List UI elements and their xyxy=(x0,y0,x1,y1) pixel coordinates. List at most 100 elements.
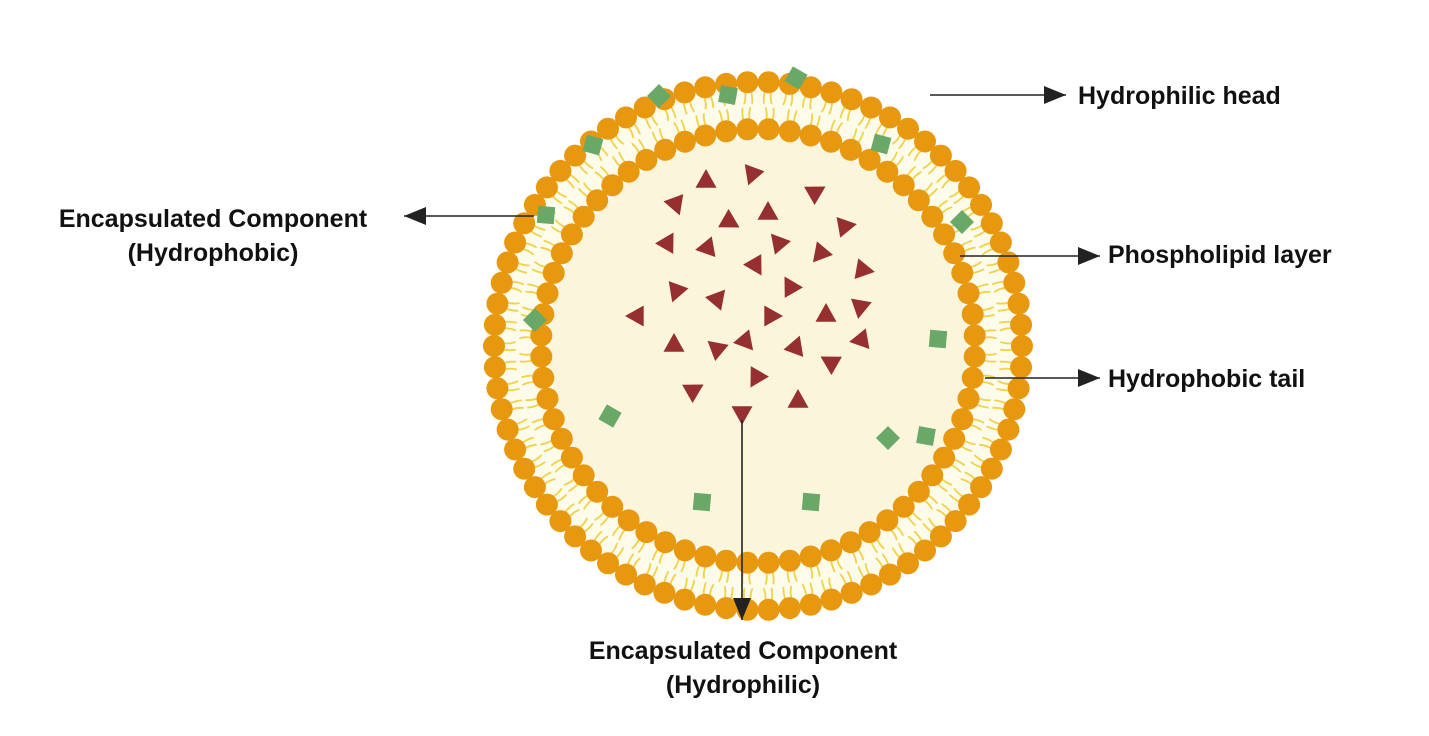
green-square-icon xyxy=(801,492,821,512)
label-phospholipid-layer: Phospholipid layer xyxy=(1108,241,1332,269)
lipid-head-icon xyxy=(921,205,944,228)
label-arrows xyxy=(404,86,1100,620)
lipid-head-icon xyxy=(1011,335,1033,357)
lipid-head-icon xyxy=(997,418,1020,441)
lipid-head-icon xyxy=(989,231,1012,254)
red-triangle-icon xyxy=(850,298,872,319)
red-triangle-icon xyxy=(625,305,644,327)
lipid-head-icon xyxy=(997,251,1020,274)
lipid-head-icon xyxy=(586,189,609,212)
lipid-head-icon xyxy=(839,138,862,161)
lipid-head-icon xyxy=(572,205,595,228)
lipid-head-icon xyxy=(580,539,602,562)
lipid-head-icon xyxy=(530,345,553,368)
lipid-head-icon xyxy=(757,551,780,574)
red-triangle-icon xyxy=(695,236,716,258)
red-triangle-icon xyxy=(783,335,804,357)
red-triangle-icon xyxy=(744,164,765,186)
lipid-head-icon xyxy=(715,597,738,620)
lipid-head-icon xyxy=(694,593,717,616)
label-encapsulated-hydrophobic-line2: (Hydrophobic) xyxy=(127,239,299,267)
lipid-head-icon xyxy=(496,418,519,441)
lipid-head-icon xyxy=(860,573,883,596)
red-triangle-icon xyxy=(787,389,809,408)
hydrophilic-cargo-group xyxy=(625,164,875,425)
red-triangle-icon xyxy=(836,216,857,238)
lipid-head-icon xyxy=(535,493,558,516)
lipid-head-icon xyxy=(586,480,609,503)
lipid-head-icon xyxy=(550,427,573,450)
red-triangle-icon xyxy=(750,366,769,388)
arrow-encapsulated-hydrophilic-head xyxy=(733,598,751,620)
label-encapsulated-hydrophilic-line2: (Hydrophilic) xyxy=(665,671,821,699)
lipid-head-icon xyxy=(504,231,527,254)
red-triangle-icon xyxy=(731,406,753,425)
label-hydrophilic-head: Hydrophilic head xyxy=(1078,82,1281,110)
lipid-head-icon xyxy=(897,117,919,140)
lipid-head-icon xyxy=(820,130,843,153)
lipid-head-icon xyxy=(673,588,696,611)
lipid-head-icon xyxy=(536,387,559,410)
lipid-head-icon xyxy=(617,160,640,183)
green-square-icon xyxy=(598,404,622,428)
lipid-head-icon xyxy=(799,545,822,568)
lipid-head-icon xyxy=(597,552,619,575)
lipid-head-icon xyxy=(1010,356,1033,379)
lipid-head-icon xyxy=(694,545,717,568)
lipid-head-icon xyxy=(542,261,565,284)
lipid-head-icon xyxy=(486,292,509,315)
lipid-head-icon xyxy=(840,581,863,604)
red-triangle-icon xyxy=(718,209,740,228)
lipid-head-icon xyxy=(736,118,759,141)
hydrophilic-heads xyxy=(483,71,1033,621)
lipid-head-icon xyxy=(933,223,956,246)
lipid-head-icon xyxy=(933,446,956,469)
lipid-head-icon xyxy=(617,509,640,532)
lipid-head-icon xyxy=(892,495,915,518)
arrow-encapsulated-hydrophobic-head xyxy=(404,207,426,225)
lipid-head-icon xyxy=(483,313,506,336)
lipid-head-icon xyxy=(542,408,565,431)
green-square-icon xyxy=(582,134,604,156)
lipid-head-icon xyxy=(513,457,536,480)
lipid-head-icon xyxy=(490,398,513,421)
lipid-head-icon xyxy=(635,521,658,544)
arrow-hydrophobic-tail-head xyxy=(1078,369,1100,387)
lipid-head-icon xyxy=(778,120,801,143)
lipid-head-icon xyxy=(1010,313,1033,336)
lipid-head-icon xyxy=(907,189,930,212)
lipid-head-icon xyxy=(673,539,696,562)
green-square-icon xyxy=(536,205,556,225)
lipid-head-icon xyxy=(892,174,915,197)
lipid-head-icon xyxy=(673,81,696,104)
lipid-head-icon xyxy=(943,242,966,265)
red-triangle-icon xyxy=(770,233,791,255)
aqueous-core xyxy=(549,137,967,555)
green-square-icon xyxy=(692,492,712,512)
red-triangle-icon xyxy=(812,241,833,263)
label-encapsulated-hydrophobic-line1: Encapsulated Component xyxy=(58,205,368,233)
lipid-head-icon xyxy=(653,581,676,604)
red-triangle-icon xyxy=(733,329,754,351)
lipid-head-icon xyxy=(615,106,637,129)
red-triangle-icon xyxy=(757,201,779,220)
lipid-head-icon xyxy=(673,130,696,153)
lipid-head-icon xyxy=(876,160,899,183)
lipid-head-icon xyxy=(757,118,780,141)
lipid-head-icon xyxy=(633,573,656,596)
lipid-head-icon xyxy=(951,408,974,431)
lipid-head-icon xyxy=(549,159,572,182)
lipid-head-icon xyxy=(496,251,519,274)
lipid-head-icon xyxy=(778,597,801,620)
red-triangle-icon xyxy=(764,305,783,327)
lipid-head-icon xyxy=(532,366,555,389)
lipid-head-icon xyxy=(615,563,637,586)
lipid-head-icon xyxy=(757,598,780,621)
lipid-head-icon xyxy=(876,509,899,532)
lipid-head-icon xyxy=(799,593,822,616)
lipid-head-icon xyxy=(963,345,986,368)
lipid-head-icon xyxy=(564,525,587,548)
lipid-head-icon xyxy=(1007,292,1030,315)
lipid-head-icon xyxy=(654,531,677,554)
lipid-head-icon xyxy=(483,356,506,379)
